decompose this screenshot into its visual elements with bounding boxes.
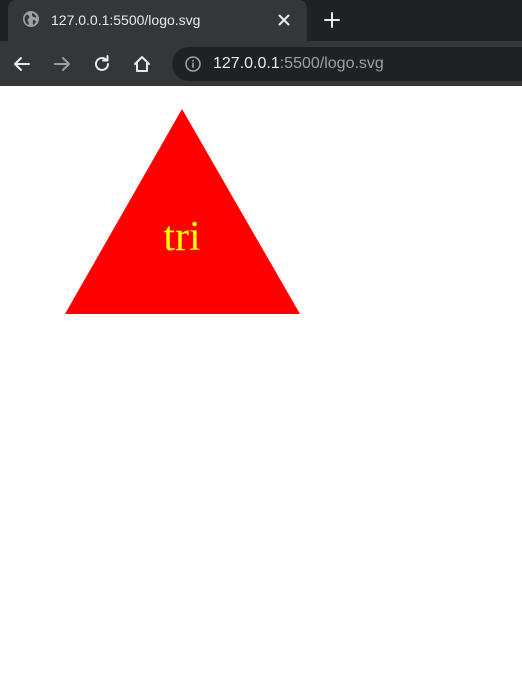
address-bar[interactable]: 127.0.0.1:5500/logo.svg	[172, 47, 522, 81]
browser-toolbar: 127.0.0.1:5500/logo.svg	[0, 41, 522, 86]
active-tab[interactable]: 127.0.0.1:5500/logo.svg	[8, 0, 307, 41]
tab-title: 127.0.0.1:5500/logo.svg	[51, 12, 201, 28]
close-icon[interactable]	[275, 11, 293, 29]
url-text[interactable]: 127.0.0.1:5500/logo.svg	[213, 55, 384, 73]
reload-icon[interactable]	[91, 53, 113, 75]
logo-text: tri	[163, 214, 200, 260]
globe-icon	[23, 11, 39, 27]
url-path: :5500/logo.svg	[279, 55, 384, 72]
logo-triangle	[65, 109, 300, 314]
back-arrow-icon[interactable]	[11, 53, 33, 75]
home-icon[interactable]	[131, 53, 153, 75]
url-host: 127.0.0.1	[213, 55, 280, 72]
logo-svg: tri	[65, 109, 300, 314]
forward-arrow-icon[interactable]	[51, 53, 73, 75]
info-icon[interactable]	[184, 55, 202, 73]
page-content: tri	[0, 86, 522, 689]
tab-strip: 127.0.0.1:5500/logo.svg	[0, 0, 522, 41]
new-tab-plus-icon[interactable]	[322, 10, 342, 30]
